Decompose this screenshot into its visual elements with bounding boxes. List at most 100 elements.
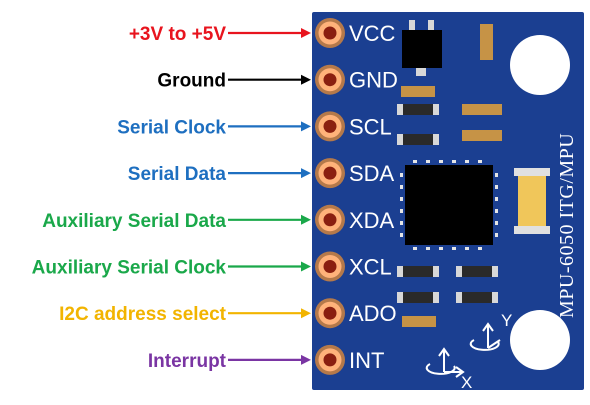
tantalum-capacitor [518, 168, 546, 234]
chip-pin [439, 160, 443, 163]
pin-name-vcc: VCC [349, 21, 396, 46]
chip-pin [426, 160, 430, 163]
voltage-regulator [402, 30, 442, 68]
pin-hole-scl [323, 119, 337, 133]
chip-pin [400, 173, 403, 177]
capacitor [462, 104, 502, 115]
axis-x-horizontal-arrowhead [455, 366, 465, 378]
resistor-pad [456, 292, 462, 303]
capacitor-pad [514, 226, 550, 234]
resistor-pad [397, 266, 403, 277]
pin-name-xda: XDA [349, 208, 395, 233]
leader-arrow-scl [301, 121, 311, 132]
axis-indicator [425, 322, 501, 378]
leader-arrow-int [301, 354, 311, 365]
board-name: MPU-6050 ITG/MPU [556, 133, 578, 318]
chip-pin [426, 247, 430, 250]
chip-pin [495, 185, 498, 189]
chip-pin [400, 233, 403, 237]
chip-pin [400, 221, 403, 225]
pin-hole-gnd [323, 73, 337, 87]
resistor [456, 266, 498, 277]
chip-pin [465, 160, 469, 163]
capacitor-pad [514, 168, 550, 176]
pin-description-ado: I2C address select [59, 304, 227, 325]
chip-pin [495, 209, 498, 213]
mounting-hole-top [510, 35, 570, 95]
axis-y-label: Y [501, 311, 512, 330]
pin-name-sda: SDA [349, 161, 395, 186]
resistor-pad [397, 104, 403, 115]
axis-z-line [487, 339, 501, 349]
chip-pin [495, 221, 498, 225]
pin-hole-sda [323, 166, 337, 180]
resistor-pad [433, 266, 439, 277]
chip-pin [413, 247, 417, 250]
chip-pin [478, 247, 482, 250]
resistor-pad [492, 266, 498, 277]
capacitor [480, 24, 493, 60]
chip-pin [478, 160, 482, 163]
regulator-lead [409, 20, 415, 30]
chip-pin [400, 197, 403, 201]
board: MPU-6050 ITG/MPU Y X [312, 12, 584, 392]
chip-pin [452, 247, 456, 250]
resistor [397, 104, 439, 115]
chip-pin [495, 233, 498, 237]
resistor [397, 292, 439, 303]
leader-arrow-xda [301, 214, 311, 225]
chip-pin [439, 247, 443, 250]
chip-pin [413, 160, 417, 163]
pin-name-ado: ADO [349, 301, 397, 326]
chip-pin [452, 160, 456, 163]
leader-arrow-sda [301, 168, 311, 179]
capacitor [462, 130, 502, 141]
chip-pins [400, 160, 498, 250]
resistor [401, 86, 435, 97]
chip-pin [400, 185, 403, 189]
pin-description-scl: Serial Clock [117, 117, 226, 138]
resistor-pad [397, 292, 403, 303]
pin-hole-xcl [323, 260, 337, 273]
resistor-pad [433, 134, 439, 145]
axis-x-rotation-arc [425, 363, 456, 375]
resistor [397, 266, 439, 277]
pin-hole-int [323, 353, 337, 367]
leader-arrow-vcc [301, 28, 311, 38]
chip-pin [465, 247, 469, 250]
pin-name-xcl: XCL [349, 255, 392, 280]
chip-pin [495, 173, 498, 177]
mounting-hole-bottom [510, 310, 570, 370]
pin-name-gnd: GND [349, 68, 398, 93]
resistor-pad [433, 292, 439, 303]
capacitor [402, 316, 436, 327]
leader-arrow-gnd [301, 74, 311, 85]
axis-rotation-arc [469, 339, 500, 351]
resistor-pad [433, 104, 439, 115]
pin-hole-xda [323, 213, 337, 227]
axis-y-arrowhead [482, 322, 494, 332]
leader-arrow-ado [301, 308, 311, 319]
resistor-pad [492, 292, 498, 303]
pin-description-xda: Auxiliary Serial Data [42, 211, 226, 232]
resistor-pad [456, 266, 462, 277]
pin-description-sda: Serial Data [128, 164, 227, 185]
pin-description-vcc: +3V to +5V [129, 24, 226, 45]
pin-hole-vcc [323, 26, 337, 40]
mpu6050-chip [405, 165, 493, 245]
resistor-pad [397, 134, 403, 145]
pin-description-int: Interrupt [148, 351, 227, 372]
axis-x-arrowhead [438, 347, 450, 357]
chip-pin [495, 197, 498, 201]
regulator-lead [428, 20, 434, 30]
pin-hole-ado [323, 306, 337, 320]
pin-description-gnd: Ground [157, 71, 226, 92]
resistor [456, 292, 498, 303]
leader-arrow-xcl [301, 261, 311, 272]
pin-name-scl: SCL [349, 114, 392, 139]
pin-description-xcl: Auxiliary Serial Clock [32, 258, 227, 279]
